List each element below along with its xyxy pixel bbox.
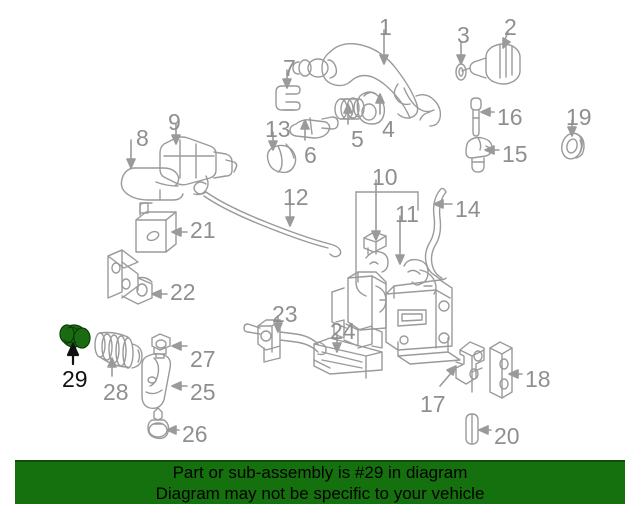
part-9-handle-bezel (159, 136, 238, 196)
part-6-rod-pin (289, 116, 339, 139)
part-29-grommet-detail (63, 326, 79, 344)
part-19-grommet (561, 132, 585, 160)
callout-label-24: 24 (330, 318, 356, 344)
part-26-bolt (147, 407, 170, 440)
part-29-highlighted-grommet (59, 324, 91, 349)
callout-label-15: 15 (502, 141, 528, 167)
part-16-screw (470, 97, 482, 137)
callout-label-16: 16 (497, 104, 523, 130)
callout-label-8: 8 (136, 125, 149, 151)
part-2-lock-cylinder (461, 43, 521, 85)
leader-arrow-29 (66, 342, 80, 366)
part-25-trim-piece (141, 353, 172, 410)
callout-label-7: 7 (283, 55, 296, 81)
callout-label-6: 6 (304, 142, 317, 168)
callout-label-27: 27 (190, 346, 216, 372)
part-18-striker-plate (489, 341, 513, 399)
part-15-retainer (465, 136, 493, 173)
notice-banner: Part or sub-assembly is #29 in diagram D… (15, 460, 625, 504)
callout-label-26: 26 (182, 421, 208, 447)
part-10-group-frame (355, 191, 419, 297)
part-22-pivot-bracket (107, 249, 153, 305)
part-12-connecting-rod (193, 181, 342, 258)
part-1-door-handle (292, 42, 442, 127)
part-4-handle-cap (356, 91, 386, 125)
part-13-bushing (266, 143, 297, 174)
callout-label-2: 2 (504, 14, 517, 40)
notice-line-1: Part or sub-assembly is #29 in diagram (172, 463, 468, 482)
part-8-inner-handle (120, 167, 184, 201)
callout-label-5: 5 (351, 126, 364, 152)
callout-label-20: 20 (494, 423, 520, 449)
callout-label-19: 19 (566, 104, 592, 130)
callout-label-12: 12 (283, 184, 309, 210)
part-24-wedge-stop (313, 337, 383, 379)
callout-label-4: 4 (382, 116, 395, 142)
callout-label-11: 11 (395, 201, 419, 227)
callout-label-17: 17 (420, 391, 446, 417)
parts-diagram-illustration (59, 29, 585, 445)
callout-label-21: 21 (190, 217, 216, 243)
leader-arrows (107, 29, 577, 435)
part-17-striker-bracket (455, 341, 485, 393)
part-21-bracket (135, 202, 177, 253)
callout-label-10: 10 (372, 164, 398, 190)
callout-label-14: 14 (455, 196, 481, 222)
callout-label-13: 13 (265, 116, 291, 142)
callout-label-1: 1 (379, 14, 392, 40)
callout-label-3: 3 (457, 22, 470, 48)
part-28-bellows-boot (94, 331, 143, 369)
part-3-oring (455, 63, 467, 81)
callout-label-9: 9 (168, 109, 181, 135)
part-14-cable-rod (424, 187, 447, 281)
part-11-latch-body (385, 258, 461, 365)
notice-line-2: Diagram may not be specific to your vehi… (155, 484, 485, 503)
callout-label-22: 22 (170, 279, 196, 305)
callout-label-18: 18 (525, 366, 551, 392)
callout-label-25: 25 (190, 379, 216, 405)
part-7-clip (275, 85, 301, 111)
callout-label-29: 29 (62, 366, 88, 392)
callout-label-28: 28 (103, 379, 129, 405)
part-20-bumper-pad (465, 413, 479, 445)
callout-label-23: 23 (272, 301, 298, 327)
